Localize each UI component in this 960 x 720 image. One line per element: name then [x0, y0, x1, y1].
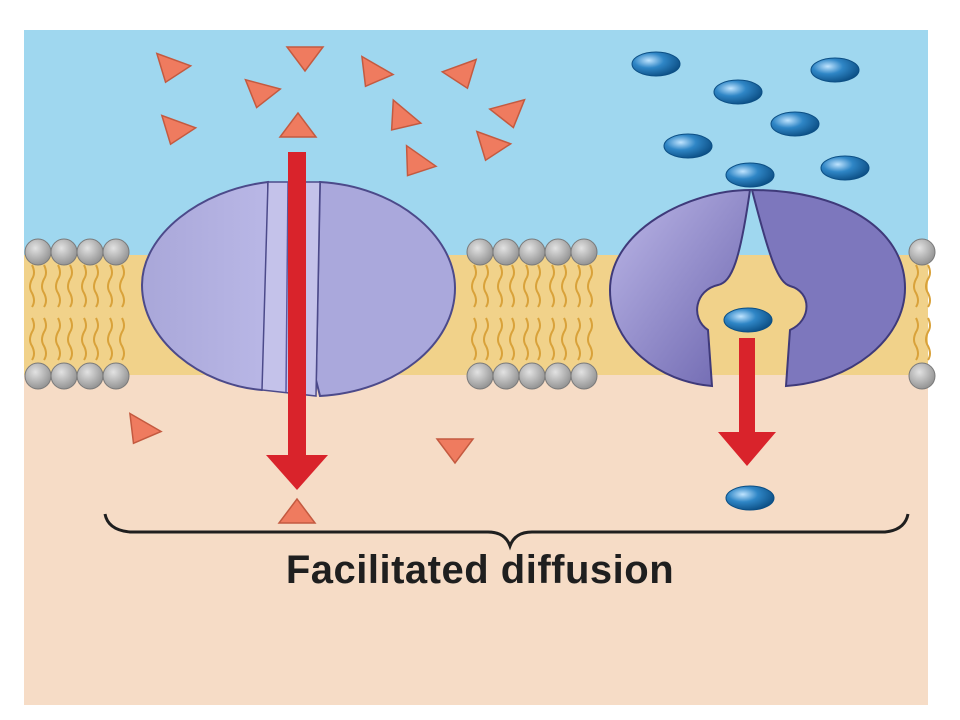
- lipid-head: [544, 238, 572, 266]
- channel-protein-right-half: [314, 180, 457, 398]
- lipid-tail: [497, 317, 503, 361]
- triangle-solute-icon: [360, 55, 395, 88]
- lipid-tail: [523, 264, 529, 308]
- lipid-head: [492, 238, 520, 266]
- lipid-tail: [81, 317, 87, 361]
- lipid-head: [24, 362, 52, 390]
- lipid-head: [466, 238, 494, 266]
- lipid-head: [544, 362, 572, 390]
- triangle-solute-icon: [128, 412, 163, 445]
- lipid-head: [908, 238, 936, 266]
- sphere-solute-icon: [631, 51, 681, 77]
- lipid-tail: [561, 264, 567, 308]
- lipid-tail: [523, 317, 529, 361]
- lipid-tail: [107, 264, 113, 308]
- lipid-tail: [67, 264, 73, 308]
- lipid-tail: [913, 317, 919, 361]
- sphere-solute-icon: [725, 485, 775, 511]
- sphere-solute-icon: [723, 307, 773, 333]
- triangle-solutes: [128, 46, 526, 524]
- lipid-head: [492, 362, 520, 390]
- diagram-caption: Facilitated diffusion: [285, 548, 675, 592]
- lipid-head: [518, 238, 546, 266]
- lipid-tail: [81, 264, 87, 308]
- lipid-head: [76, 238, 104, 266]
- lipid-tail: [41, 264, 47, 308]
- triangle-solute-icon: [277, 497, 317, 524]
- lipid-head: [76, 362, 104, 390]
- triangle-solute-icon: [435, 438, 475, 465]
- channel-protein-left-half: [140, 180, 269, 392]
- lipid-tail: [67, 317, 73, 361]
- sphere-solute-icon: [713, 79, 763, 105]
- lipid-tail: [549, 317, 555, 361]
- triangle-solute-icon: [278, 111, 318, 138]
- lipid-tail: [483, 317, 489, 361]
- lipid-tail: [497, 264, 503, 308]
- lipid-tail: [575, 264, 581, 308]
- down-arrow-icon: [266, 152, 328, 490]
- triangle-solute-icon: [440, 58, 478, 90]
- carrier-protein: [608, 188, 907, 388]
- lipid-head: [466, 362, 494, 390]
- triangle-solute-icon: [405, 144, 438, 177]
- lipid-head: [50, 362, 78, 390]
- lipid-tail: [925, 264, 931, 308]
- sphere-solute-icon: [820, 155, 870, 181]
- lipid-heads-inner: [24, 362, 936, 390]
- lipid-head: [102, 362, 130, 390]
- lipid-tail: [29, 317, 35, 361]
- sphere-solute-icon: [725, 162, 775, 188]
- sphere-solute-icon: [663, 133, 713, 159]
- triangle-solute-icon: [475, 130, 513, 162]
- lipid-tail: [925, 317, 931, 361]
- lipid-head: [102, 238, 130, 266]
- lipid-tail: [535, 317, 541, 361]
- lipid-tail: [107, 317, 113, 361]
- sphere-solute-icon: [770, 111, 820, 137]
- lipid-head: [908, 362, 936, 390]
- triangle-solute-icon: [285, 46, 325, 73]
- lipid-head: [50, 238, 78, 266]
- lipid-tail: [471, 317, 477, 361]
- lipid-tail: [119, 317, 125, 361]
- lipid-tail: [93, 264, 99, 308]
- lipid-tail: [29, 264, 35, 308]
- lipid-head: [518, 362, 546, 390]
- carrier-protein-body: [608, 188, 752, 388]
- brace-icon: [103, 513, 910, 551]
- lipid-tail: [587, 317, 593, 361]
- lipid-tail: [509, 317, 515, 361]
- lipid-tail: [41, 317, 47, 361]
- lipid-tail: [561, 317, 567, 361]
- lipid-head: [570, 238, 598, 266]
- triangle-solute-icon: [390, 98, 423, 131]
- sphere-solutes: [631, 51, 870, 511]
- lipid-tail: [93, 317, 99, 361]
- triangle-solute-icon: [155, 52, 193, 84]
- triangle-solute-icon: [160, 114, 198, 146]
- sphere-solute-icon: [810, 57, 860, 83]
- lipid-head: [24, 238, 52, 266]
- lipid-tail: [587, 264, 593, 308]
- lipid-tail: [913, 264, 919, 308]
- lipid-tail: [535, 264, 541, 308]
- lipid-tail: [119, 264, 125, 308]
- lipid-tail: [55, 264, 61, 308]
- lipid-tails: [29, 264, 931, 361]
- lipid-heads-outer: [24, 238, 936, 266]
- down-arrow-icon: [718, 338, 776, 466]
- lipid-tail: [483, 264, 489, 308]
- lipid-tail: [509, 264, 515, 308]
- lipid-tail: [575, 317, 581, 361]
- lipid-head: [570, 362, 598, 390]
- lipid-tail: [549, 264, 555, 308]
- lipid-tail: [471, 264, 477, 308]
- lipid-tail: [55, 317, 61, 361]
- triangle-solute-icon: [488, 98, 526, 129]
- triangle-solute-icon: [244, 78, 282, 109]
